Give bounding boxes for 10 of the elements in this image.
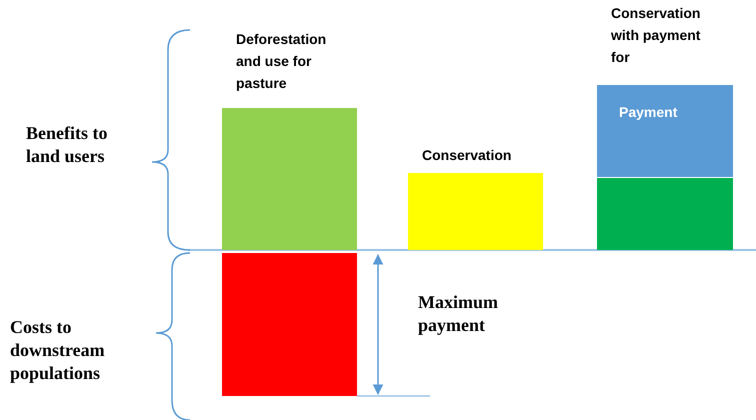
bar bbox=[222, 253, 357, 396]
axis-label: Costs to downstream populations bbox=[10, 316, 106, 385]
column-heading: Deforestation and use for pasture bbox=[236, 30, 328, 93]
axis-label: Maximum payment bbox=[418, 291, 499, 337]
column-heading: Conservation with payment for bbox=[611, 4, 702, 67]
axis-label: Benefits to land users bbox=[26, 122, 108, 168]
bar-label: Payment bbox=[619, 103, 678, 122]
bar bbox=[597, 85, 733, 177]
bar bbox=[597, 178, 733, 250]
column-heading: Conservation bbox=[422, 146, 512, 165]
